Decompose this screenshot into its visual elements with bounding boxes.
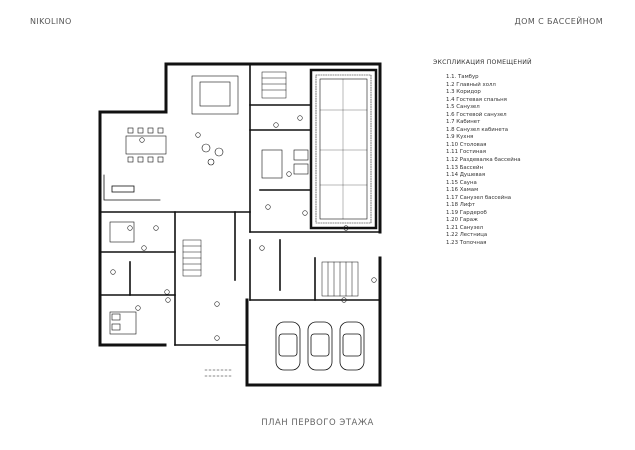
beds — [109, 221, 137, 335]
legend-item: 1.23 Топочная — [446, 240, 487, 247]
legend-item: 1.5 Санузел — [446, 104, 480, 111]
legend-item: 1.9 Кухня — [446, 134, 474, 141]
legend-item: 1.2 Главный холл — [446, 81, 496, 88]
garage-cars — [275, 321, 365, 371]
project-subtitle: ДОМ С БАССЕЙНОМ — [514, 17, 603, 26]
legend-item: 1.3 Коридор — [446, 89, 481, 96]
legend-title: ЭКСПЛИКАЦИЯ ПОМЕЩЕНИЙ — [433, 59, 532, 66]
entry-steps — [204, 369, 233, 377]
legend-item: 1.1. Тамбур — [446, 74, 479, 80]
legend-item: 1.20 Гараж — [446, 217, 478, 224]
exterior-walls — [98, 62, 382, 387]
pool — [309, 68, 378, 230]
legend-item: 1.17 Санузел бассейна — [446, 194, 512, 201]
legend-item: 1.8 Санузел кабинета — [446, 126, 509, 133]
interior-walls — [99, 63, 381, 346]
legend-item: 1.15 Сауна — [446, 179, 477, 186]
legend-item: 1.6 Гостевой санузел — [446, 111, 507, 118]
showers — [261, 149, 309, 179]
stairs — [182, 239, 359, 297]
legend-item: 1.11 Гостиная — [446, 149, 486, 156]
room-markers — [110, 115, 377, 341]
legend-item: 1.19 Гардероб — [446, 209, 487, 216]
legend-item: 1.7 Кабинет — [446, 119, 481, 126]
legend-item: 1.13 Бассейн — [446, 164, 483, 171]
kitchen-counters — [103, 174, 161, 201]
legend-item: 1.10 Столовая — [446, 141, 487, 148]
legend-item: 1.16 Хамам — [446, 187, 479, 194]
legend-item: 1.4 Гостевая спальня — [446, 96, 507, 103]
dining-set — [125, 127, 167, 163]
living-furniture — [191, 75, 239, 166]
plan-title: ПЛАН ПЕРВОГО ЭТАЖА — [261, 418, 374, 428]
legend-item: 1.14 Душевая — [446, 172, 486, 179]
sauna-benches — [261, 71, 287, 99]
legend-item: 1.21 Санузел — [446, 224, 484, 231]
brand-name: NIKOLINO — [30, 17, 72, 26]
legend-item: 1.12 Раздевалка бассейна — [446, 157, 521, 164]
legend-item: 1.22 Лестница — [446, 232, 488, 239]
legend-item: 1.18 Лифт — [446, 202, 476, 209]
